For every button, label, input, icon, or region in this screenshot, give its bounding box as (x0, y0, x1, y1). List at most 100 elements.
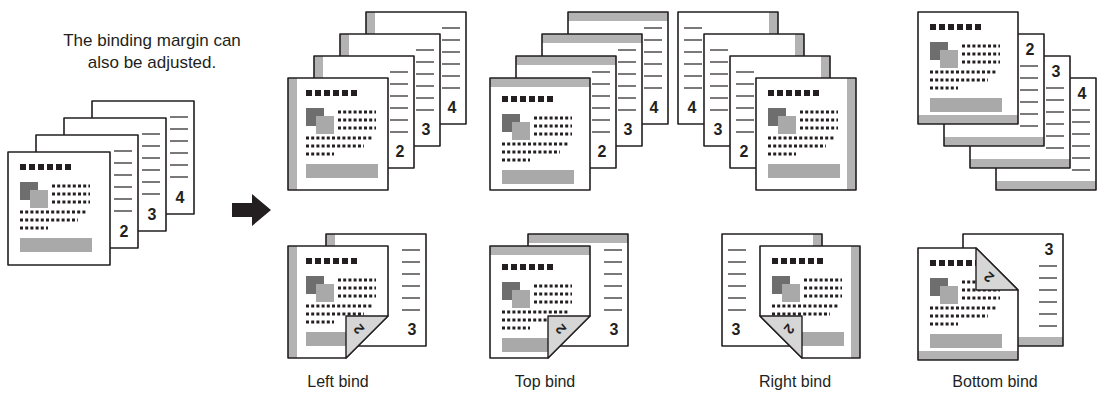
text-line (402, 297, 420, 298)
text-dots (502, 311, 568, 314)
heading-mark (29, 164, 35, 170)
heading-mark (781, 258, 787, 264)
text-dots (502, 159, 530, 162)
page-number: 4 (448, 98, 457, 117)
text-line (114, 198, 132, 199)
heading-mark (939, 260, 945, 266)
text-line (416, 61, 434, 62)
text-line (728, 273, 746, 274)
text-line (592, 71, 610, 72)
text-line (442, 39, 460, 40)
text-line (1072, 169, 1090, 170)
heading-mark (529, 264, 535, 270)
binding-margin (918, 115, 1018, 124)
picture-block (778, 116, 796, 134)
page-sheet (288, 78, 388, 190)
heading-mark (520, 96, 526, 102)
heading-mark (790, 258, 796, 264)
text-dots (804, 287, 842, 290)
text-line (644, 75, 662, 76)
text-line (1020, 125, 1038, 126)
heading-mark (502, 264, 508, 270)
text-dots (800, 111, 838, 114)
text-dots (20, 227, 48, 230)
text-dots (306, 145, 364, 148)
page-curl (548, 316, 590, 358)
text-dots (52, 201, 90, 204)
page-outline (760, 246, 860, 358)
caption-text: The binding margin can also be adjusted. (50, 30, 255, 74)
text-line (1072, 145, 1090, 146)
text-line (736, 119, 754, 120)
text-line (684, 51, 702, 52)
page-number: 2 (396, 142, 405, 161)
text-line (1046, 123, 1064, 124)
arrow (232, 194, 271, 226)
heading-mark (324, 258, 330, 264)
binding-margin (996, 181, 1096, 190)
page (756, 78, 856, 190)
text-dots (930, 71, 996, 74)
heading-mark (333, 258, 339, 264)
text-line (728, 297, 746, 298)
text-line (142, 193, 160, 194)
text-line (604, 297, 622, 298)
heading-mark (315, 258, 321, 264)
text-line (604, 273, 622, 274)
page-outline (288, 246, 388, 358)
text-dots (338, 295, 376, 298)
heading-mark (538, 96, 544, 102)
binding-margin (528, 234, 628, 243)
heading-mark (306, 90, 312, 96)
page-sheet (918, 248, 1018, 360)
text-line (114, 150, 132, 151)
heading-mark (342, 258, 348, 264)
heading-mark (795, 90, 801, 96)
text-dots (930, 323, 958, 326)
heading-mark (511, 264, 517, 270)
picture-block (316, 284, 334, 302)
text-line (114, 162, 132, 163)
text-line (728, 261, 746, 262)
page-number: 2 (598, 142, 607, 161)
text-line (170, 128, 188, 129)
heading-mark (342, 90, 348, 96)
text-line (618, 73, 636, 74)
text-line (592, 131, 610, 132)
text-dots (20, 219, 78, 222)
heading-mark (324, 90, 330, 96)
text-line (1039, 301, 1057, 302)
page (490, 246, 590, 358)
text-dots (962, 297, 1000, 300)
text-dots (804, 295, 842, 298)
heading-mark (20, 164, 26, 170)
text-line (402, 249, 420, 250)
text-line (618, 61, 636, 62)
heading-mark (772, 258, 778, 264)
text-line (618, 49, 636, 50)
text-line (710, 61, 728, 62)
text-line (644, 63, 662, 64)
picture-block (316, 116, 334, 134)
text-line (402, 261, 420, 262)
text-line (416, 109, 434, 110)
text-line (390, 131, 408, 132)
text-dots (930, 315, 988, 318)
heading-mark (777, 90, 783, 96)
text-dots (502, 151, 560, 154)
text-line (710, 85, 728, 86)
text-line (114, 186, 132, 187)
text-dots (800, 127, 838, 130)
binding-margin (944, 137, 1044, 146)
binding-margin (288, 78, 297, 190)
text-dots (768, 153, 796, 156)
picture-block (782, 284, 800, 302)
text-dots (338, 287, 376, 290)
text-dots (338, 119, 376, 122)
text-line (1072, 133, 1090, 134)
binding-margin (918, 351, 1018, 360)
text-line (592, 95, 610, 96)
text-line (390, 119, 408, 120)
bind-label: Right bind (759, 372, 831, 391)
text-line (142, 133, 160, 134)
